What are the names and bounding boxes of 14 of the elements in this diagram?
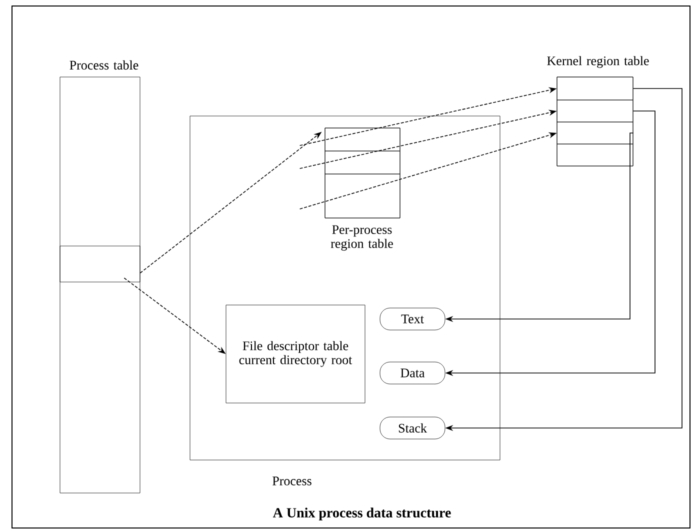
table-label: Per-process region table <box>330 225 393 251</box>
table-label: Process table <box>70 60 138 70</box>
table-row <box>556 122 634 144</box>
caption: A Unix process data structure <box>272 508 451 520</box>
info-box: File descriptor table current directory root <box>226 304 366 404</box>
table-row <box>324 174 400 218</box>
table-label: Kernel region table <box>547 56 649 68</box>
table-row <box>324 128 400 152</box>
table-row <box>60 246 140 282</box>
table-row <box>324 150 400 174</box>
table-label: Process <box>272 476 312 486</box>
table-row <box>556 144 634 166</box>
table-row <box>556 100 634 122</box>
table-row <box>556 76 634 100</box>
